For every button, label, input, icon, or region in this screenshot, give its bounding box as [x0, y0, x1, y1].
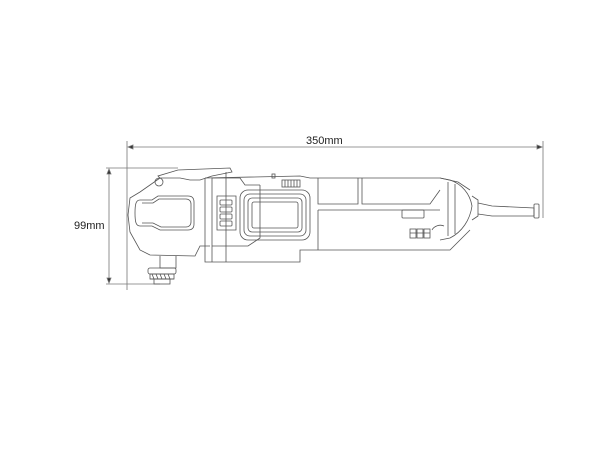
height-dimension	[106, 167, 178, 285]
length-dimension-label: 350mm	[306, 135, 343, 147]
tool-body	[127, 167, 540, 285]
length-dimension	[126, 141, 544, 290]
height-dimension-label: 99mm	[74, 220, 105, 232]
